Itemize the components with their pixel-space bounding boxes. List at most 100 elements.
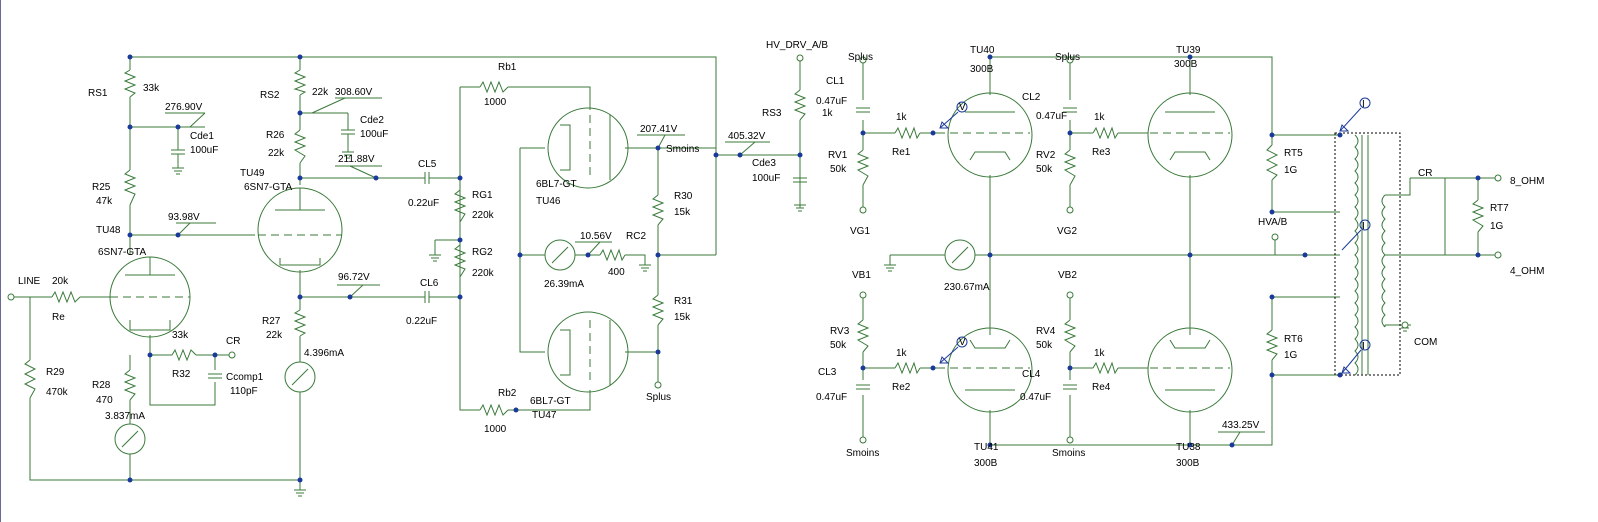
label-rg2: RG2 — [472, 247, 493, 258]
label-splus2: Splus — [848, 52, 873, 63]
label-v43325: 433.25V — [1222, 420, 1260, 431]
label-re3: Re3 — [1092, 147, 1111, 158]
label-ccomp1-val: 110pF — [230, 386, 258, 397]
resistor-rt5 — [1265, 144, 1279, 181]
label-cr2: CR — [1418, 168, 1432, 179]
label-tu39-type: 300B — [1174, 59, 1198, 70]
label-v20741: 207.41V — [640, 124, 678, 135]
label-i23067: 230.67mA — [944, 282, 990, 293]
resistors — [23, 69, 1485, 417]
label-rt6-val: 1G — [1284, 350, 1298, 361]
label-rg2-val: 220k — [472, 268, 495, 279]
label-r32-val: 33k — [172, 330, 189, 341]
label-rt7-val: 1G — [1490, 221, 1504, 232]
tube-tu39 — [1147, 92, 1233, 178]
label-vg1: VG1 — [850, 226, 870, 237]
label-r31: R31 — [674, 296, 693, 307]
resistor-rb2 — [479, 403, 509, 417]
label-tu49-type: 6SN7-GTA — [244, 182, 292, 193]
capacitor-ccomp1 — [207, 373, 223, 379]
resistor-rv1 — [856, 149, 870, 186]
label-rv4-val: 50k — [1036, 340, 1053, 351]
resistor-rv2 — [1063, 149, 1077, 186]
ammeters — [114, 239, 976, 455]
resistor-rs3 — [793, 89, 807, 121]
label-r27: R27 — [262, 316, 281, 327]
label-rt5: RT5 — [1284, 148, 1303, 159]
label-v9398: 93.98V — [168, 212, 200, 223]
label-cl6: CL6 — [420, 278, 439, 289]
label-tu47: TU47 — [532, 410, 557, 421]
label-r28-val: 470 — [96, 395, 113, 406]
label-cde2-val: 100uF — [360, 129, 388, 140]
resistor-r29 — [23, 359, 37, 399]
ammeter-3837 — [114, 423, 146, 455]
label-i4396: 4.396mA — [304, 348, 344, 359]
label-tu40-type: 300B — [970, 64, 994, 75]
capacitors — [170, 107, 1078, 390]
label-rb1-val: 1000 — [484, 97, 507, 108]
label-cl1-val2: 1k — [822, 108, 834, 119]
label-rg1: RG1 — [472, 190, 493, 201]
resistor-r27 — [293, 309, 307, 337]
label-smoins3: Smoins — [1052, 448, 1085, 459]
resistor-rt6 — [1265, 329, 1279, 361]
label-i2639: 26.39mA — [544, 279, 584, 290]
component-labels: RS1 33k 276.90V Cde1 100uF R25 47k TU48 … — [18, 40, 1544, 469]
label-probe-v2: V — [959, 337, 966, 348]
label-re2: Re2 — [892, 382, 911, 393]
label-cl4: CL4 — [1022, 369, 1041, 380]
label-cl5: CL5 — [418, 159, 437, 170]
label-rv2-val: 50k — [1036, 164, 1053, 175]
resistor-rg2 — [453, 244, 467, 278]
capacitor-cl4 — [1062, 384, 1078, 390]
tube-tu49 — [257, 187, 343, 273]
label-line: LINE — [18, 276, 41, 287]
label-rb1: Rb1 — [498, 62, 517, 73]
output-transformer — [1334, 132, 1401, 376]
label-tu47-type: 6BL7-GT — [530, 396, 571, 407]
label-v21188: 211.88V — [338, 154, 375, 165]
label-rb2-val: 1000 — [484, 424, 507, 435]
label-ohm8: 8_OHM — [1510, 176, 1544, 187]
label-i3837: 3.837mA — [105, 411, 145, 422]
label-splus3: Splus — [1055, 52, 1080, 63]
resistor-rs2 — [293, 69, 307, 96]
tube-tu38 — [1147, 327, 1233, 413]
label-rs2: RS2 — [260, 90, 280, 101]
resistor-rs1 — [123, 69, 137, 98]
label-cl6-val: 0.22uF — [406, 316, 437, 327]
label-re4-val: 1k — [1094, 348, 1106, 359]
label-cl1-val: 0.47uF — [816, 96, 847, 107]
capacitor-cl5 — [423, 171, 431, 185]
label-hv: HV_DRV_A/B — [766, 40, 828, 51]
resistor-re1 — [894, 126, 921, 140]
tube-tu47 — [547, 311, 629, 393]
label-re: Re — [52, 312, 65, 323]
tube-tu41 — [947, 327, 1033, 413]
label-rt5-val: 1G — [1284, 165, 1298, 176]
label-v276: 276.90V — [165, 102, 203, 113]
label-r26-val: 22k — [268, 148, 285, 159]
resistor-re2 — [894, 361, 921, 375]
capacitor-cde2 — [340, 129, 356, 159]
label-r25: R25 — [92, 182, 111, 193]
label-rc2-val: 400 — [608, 267, 625, 278]
label-v30860: 308.60V — [335, 87, 373, 98]
label-re1-val: 1k — [896, 112, 908, 123]
label-rv4: RV4 — [1036, 326, 1056, 337]
label-rs1-val: 33k — [143, 83, 160, 94]
tube-tu46 — [547, 107, 629, 189]
label-re3-val: 1k — [1094, 112, 1106, 123]
junctions — [127, 54, 1481, 483]
resistor-r32 — [171, 348, 197, 362]
resistor-rv4 — [1063, 319, 1077, 353]
label-cde2: Cde2 — [360, 115, 384, 126]
label-rs3: RS3 — [762, 108, 782, 119]
label-probe-i2: I — [1362, 221, 1365, 232]
capacitor-cl1 — [855, 107, 871, 113]
capacitor-cde3 — [792, 177, 808, 212]
capacitor-cl6 — [423, 290, 431, 304]
label-cde3-val: 100uF — [752, 173, 780, 184]
label-cl3-val: 0.47uF — [816, 392, 847, 403]
